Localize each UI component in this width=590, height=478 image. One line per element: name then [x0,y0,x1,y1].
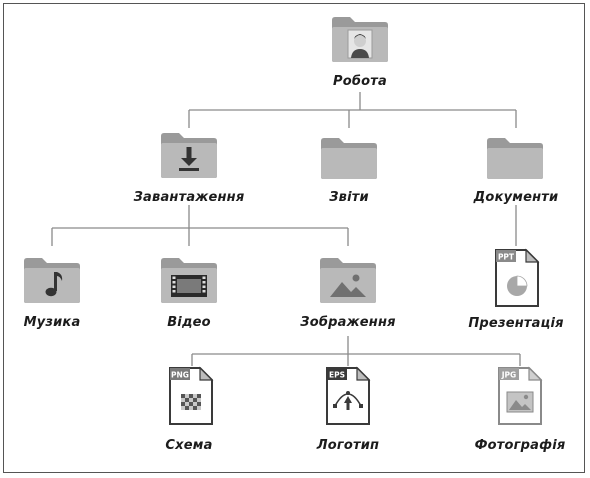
diagram-frame [3,3,585,473]
level2-label-zobrazhennia: Зображення [300,315,396,330]
level2-label-video: Відео [167,315,211,330]
logo-file-node[interactable]: EPS [325,366,371,426]
download-folder-node[interactable] [159,130,219,180]
eps-badge: EPS [329,371,345,380]
images-folder-node[interactable] [318,255,378,305]
photo-file-node[interactable]: JPG [497,366,543,426]
png-file-icon: PNG [169,366,214,425]
video-folder-icon [161,258,217,303]
root-label: Робота [333,74,387,89]
eps-file-icon: EPS [326,366,371,425]
download-folder-icon [161,133,217,178]
level3-label-fotohrafiia: Фотографія [474,438,566,453]
jpg-badge: JPG [501,371,516,380]
ppt-file-icon: PPT [495,248,540,307]
documents-folder-node[interactable] [485,135,545,180]
level1-label-zavantazhennia: Завантаження [133,190,245,205]
level1-label-zvity: Звіти [329,190,369,205]
level2-label-muzyka: Музика [23,315,81,330]
video-folder-node[interactable] [159,255,219,305]
music-folder-icon [24,258,80,303]
image-folder-icon [320,258,376,303]
level2-label-prezentatsiia: Презентація [468,316,564,331]
level1-label-dokumenty: Документи [473,190,559,205]
presentation-file-node[interactable]: PPT [494,248,540,308]
reports-folder-node[interactable] [319,135,379,180]
jpg-file-icon: JPG [498,366,543,425]
music-folder-node[interactable] [22,255,82,305]
folder-icon [487,138,543,179]
folder-icon [321,138,377,179]
level3-label-skhema: Схема [165,438,213,453]
ppt-badge: PPT [498,253,515,262]
level3-label-lohotyp: Логотип [316,438,380,453]
root-folder-node[interactable] [330,14,390,64]
scheme-file-node[interactable]: PNG [168,366,214,426]
user-folder-icon [332,17,388,62]
png-badge: PNG [171,371,189,380]
